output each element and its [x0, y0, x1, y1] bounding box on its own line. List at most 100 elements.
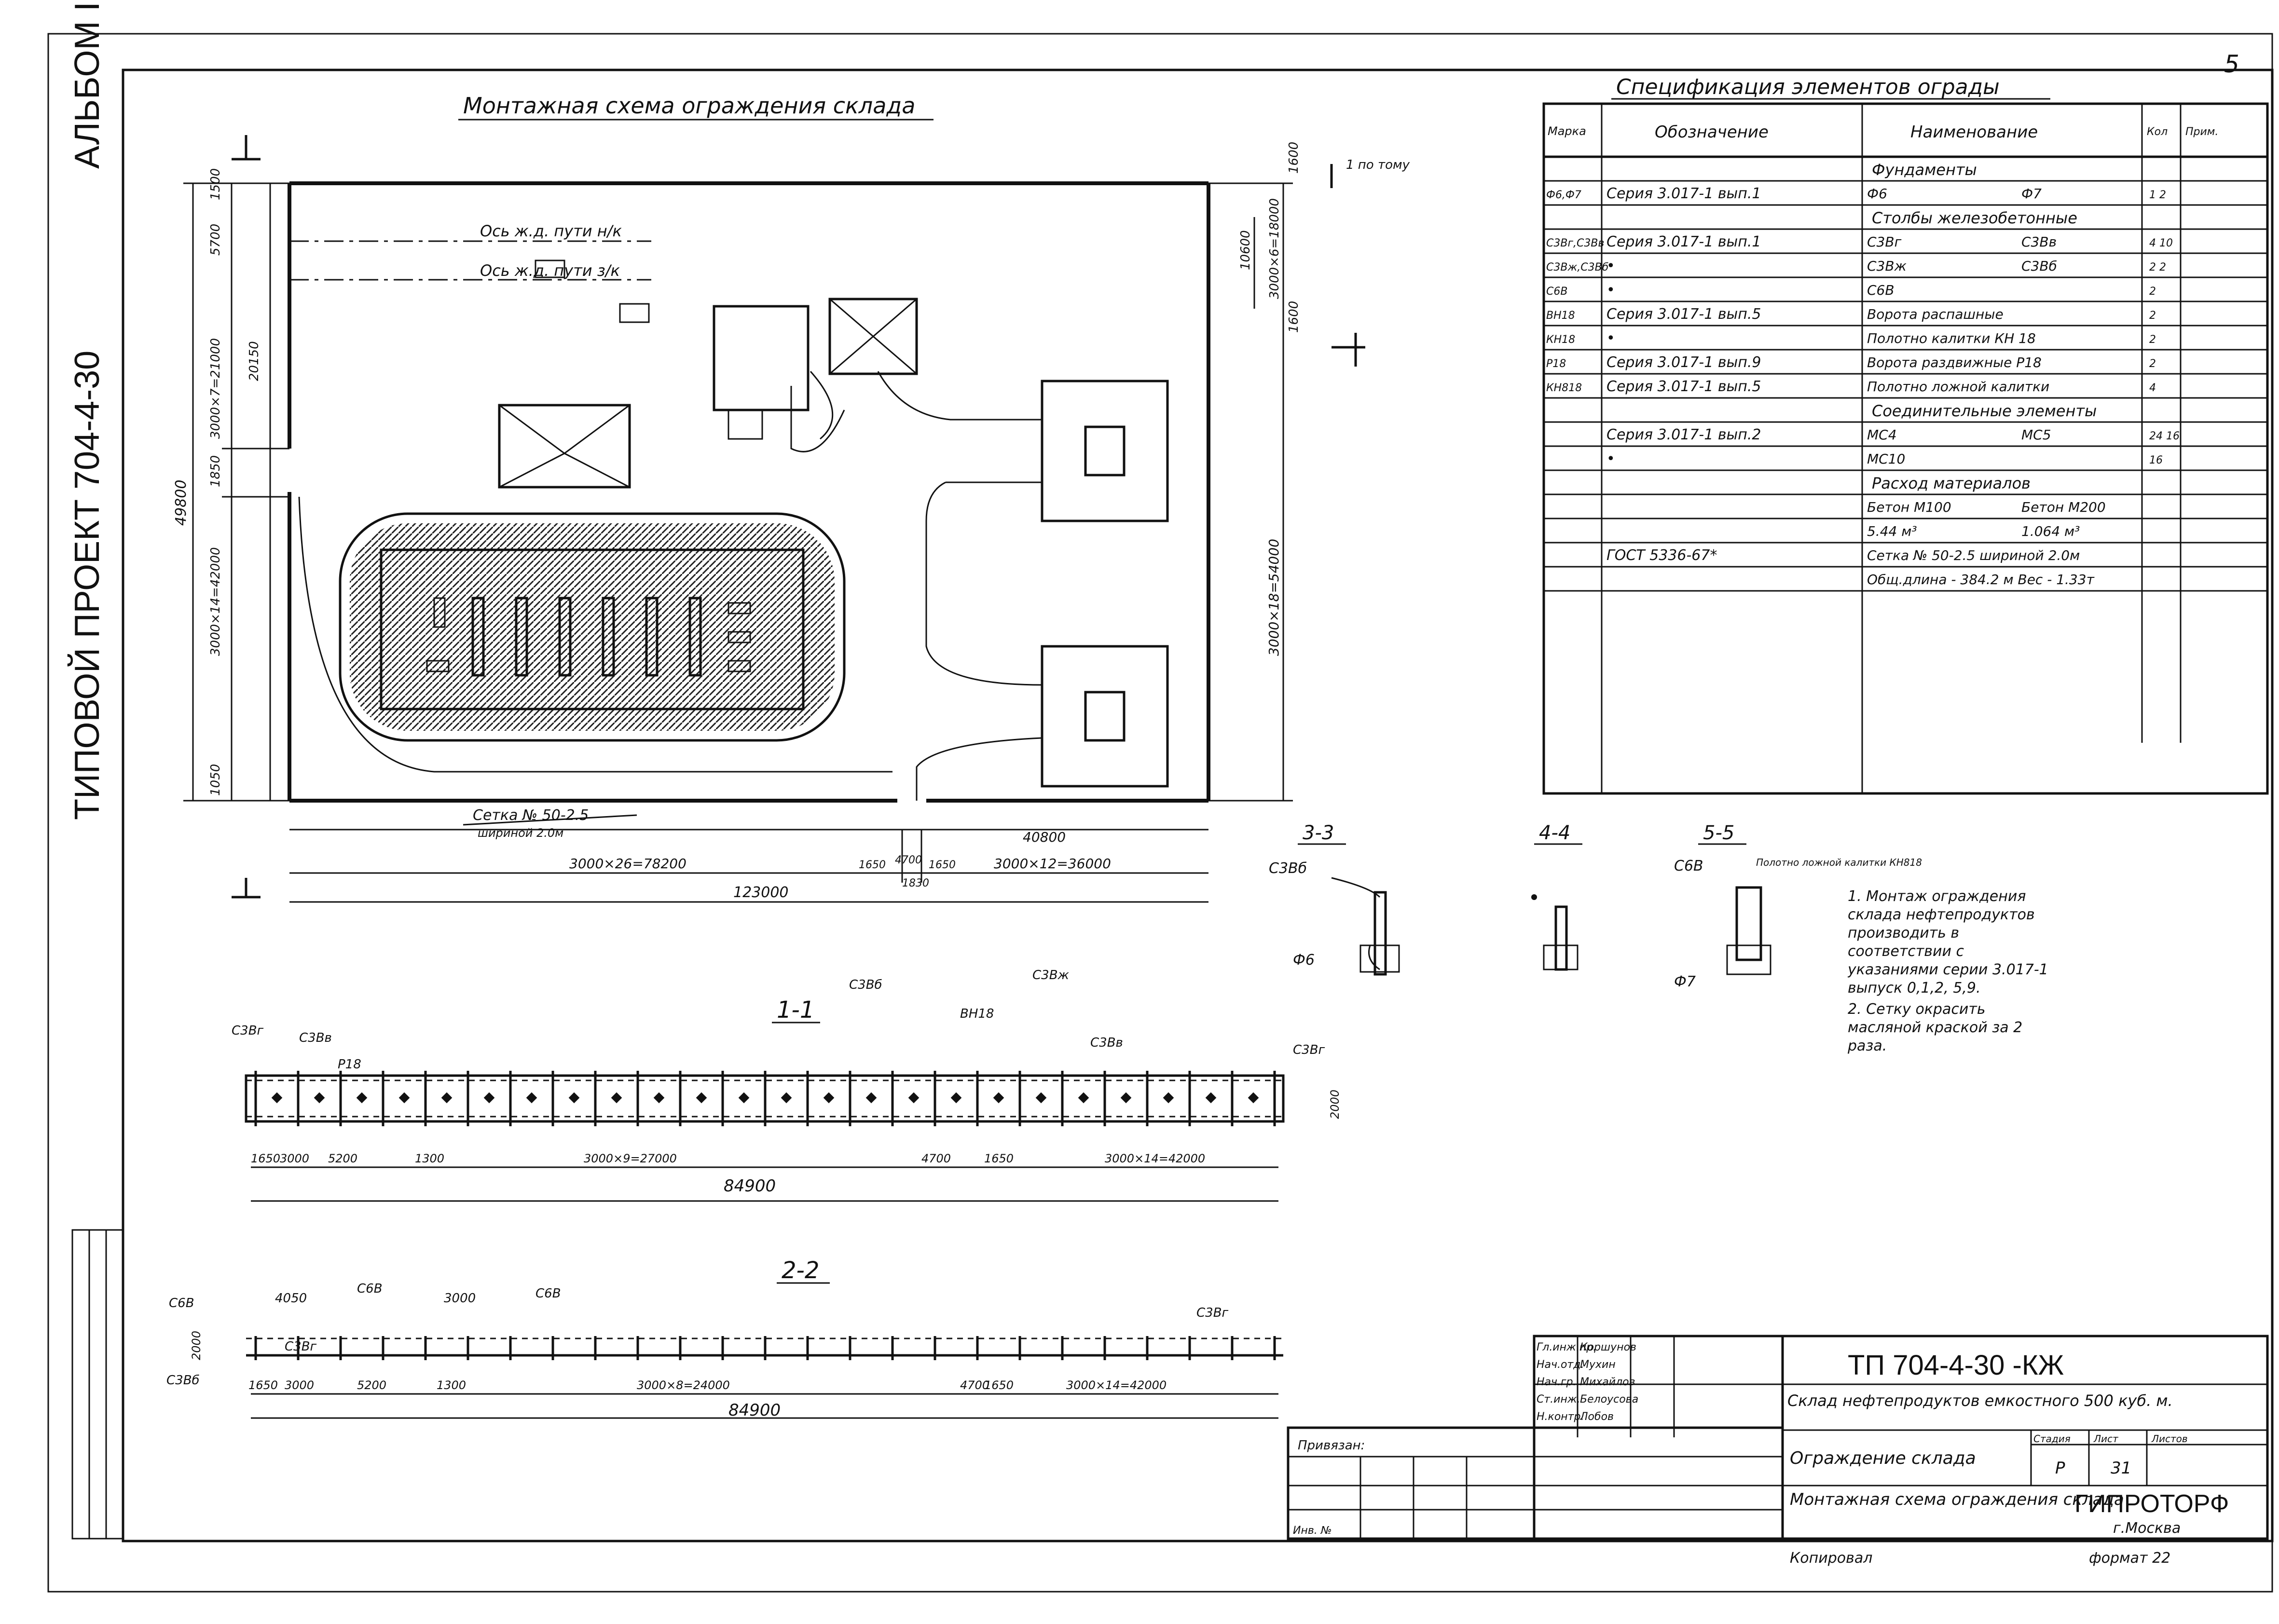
- elev1-mesh-mark: [696, 1092, 707, 1104]
- elev2-dim: 1650: [984, 1378, 1014, 1392]
- elev1-dim: 1300: [415, 1152, 444, 1165]
- tb-org: ГИПРОТОРФ: [2074, 1490, 2229, 1518]
- elev2-label: С3Вг: [1196, 1306, 1229, 1320]
- loading-shed: [498, 404, 631, 489]
- left-stamp: [71, 1229, 124, 1540]
- elev1-posts: [254, 1071, 1276, 1126]
- elev1-mesh-mark: [908, 1092, 920, 1104]
- section-5-5: 5-5 С6В Полотно ложной калитки КН818 Ф7: [1674, 822, 1922, 990]
- plan-dim-left-b: 1500: [208, 168, 223, 200]
- inner-frame: [122, 68, 2274, 1542]
- plan-dim-right-label: 1600: [1287, 301, 1301, 333]
- spec-cell-name: Ф6: [1867, 186, 1887, 202]
- pump-house: [713, 305, 810, 411]
- plan-dim-right-b: 3000×6=18000: [1267, 198, 1282, 299]
- plan-dim-bottom-f: 1830: [902, 877, 929, 889]
- tb-sheet-h: Лист: [2093, 1433, 2119, 1445]
- plan-dim-left-d: 20150: [247, 341, 261, 381]
- section-5-5-foundation: Ф7: [1674, 973, 1696, 990]
- spec-cell-name: С3Вг: [1867, 234, 1902, 250]
- spine-album: АЛЬБОМ I: [68, 1, 107, 169]
- elev1-label: С3Вв: [299, 1031, 332, 1045]
- spec-cell-qty: 24 16: [2149, 430, 2180, 442]
- elev1-dim: 3000×14=42000: [1105, 1152, 1205, 1165]
- tb-role: Нач.отд.: [1537, 1359, 1584, 1371]
- elev1-label: С3Вж: [1032, 968, 1070, 983]
- tb-role: Нач.гр.: [1537, 1376, 1577, 1388]
- spec-cell-name: Сетка № 50-2.5 шириной 2.0м: [1867, 547, 2080, 563]
- elev1-mesh-mark: [738, 1092, 750, 1104]
- tb-sheet: 31: [2111, 1459, 2131, 1478]
- tank-farm: [339, 512, 846, 742]
- elev1-mesh-mark: [611, 1092, 622, 1104]
- elev1-label: С3Вг: [232, 1024, 264, 1038]
- spec-cell-qty: 2: [2149, 286, 2156, 298]
- tb-role: Ст.инж.: [1537, 1393, 1580, 1406]
- section-5-5-gate: Полотно ложной калитки КН818: [1756, 857, 1922, 868]
- section-5-5-post: С6В: [1674, 858, 1703, 874]
- mesh-callout-text: Сетка № 50-2.5: [473, 807, 589, 824]
- tb-applied: Привязан:: [1298, 1438, 1365, 1453]
- plan-bottom-dims: 3000×26=78200 1650 4700 1650 3000×12=360…: [289, 829, 1208, 903]
- elev2-dim: 3000: [285, 1378, 314, 1392]
- spec-cell-name: Ворота раздвижные Р18: [1867, 355, 2042, 370]
- elev1-mesh-mark: [865, 1092, 877, 1104]
- spec-cell-designation: Серия 3.017-1 вып.2: [1606, 426, 1761, 443]
- plan-dim-left-c: 5700: [208, 224, 223, 256]
- elev2-dim: 3000×14=42000: [1066, 1378, 1167, 1392]
- section-3-3-post-shape: [1373, 891, 1387, 976]
- tb-role: Н.контр.: [1537, 1411, 1584, 1423]
- tank-small: [828, 298, 918, 375]
- plan-dim-left-bottom-small: 1050: [208, 764, 223, 796]
- spec-cell-name: Полотно калитки КН 18: [1867, 330, 2036, 346]
- elev1-mesh-mark: [441, 1092, 453, 1104]
- spec-cell-name: МС10: [1867, 451, 1905, 467]
- sheet-corner-number: 5: [2224, 50, 2239, 78]
- note-1: 1. Монтаж ограждения склада нефтепродукт…: [1848, 888, 2048, 996]
- spec-cell-mark: Ф6,Ф7: [1546, 189, 1581, 201]
- elev1-mesh-mark: [993, 1092, 1004, 1104]
- section-4-4: 4-4: [1531, 822, 1582, 971]
- spec-cell-qty: 2: [2149, 358, 2156, 370]
- spec-header-mark: Марка: [1548, 124, 1586, 138]
- spec-cell-name2: 1.064 м³: [2021, 523, 2080, 539]
- spec-cell-qty: 4: [2149, 382, 2156, 394]
- spec-cell-designation: •: [1606, 258, 1615, 274]
- storage-building-1: [1041, 380, 1169, 522]
- tb-name: Коршунов: [1580, 1341, 1636, 1353]
- note-2: 2. Сетку окрасить масляной краской за 2 …: [1848, 1001, 2023, 1054]
- tb-city: г.Москва: [2113, 1520, 2181, 1537]
- mesh-callout: Сетка № 50-2.5 шириной 2.0м: [463, 807, 637, 840]
- section-marker-1: [232, 135, 261, 899]
- spec-cell-qty: 4 10: [2149, 237, 2173, 249]
- plan-dim-bottom-total: 123000: [733, 884, 789, 901]
- section-3-3: 3-3 С3Вб Ф6: [1269, 822, 1400, 976]
- tb-object: Склад нефтепродуктов емкостного 500 куб.…: [1787, 1392, 2173, 1410]
- elev1-mesh-mark: [653, 1092, 665, 1104]
- spine: ТИПОВОЙ ПРОЕКТ 704-4-30 АЛЬБОМ I: [67, 1, 107, 820]
- tb-name: Михайлов: [1580, 1376, 1635, 1388]
- section-5-5-post-shape: [1735, 886, 1762, 961]
- plan-dim-right-main: 3000×18=54000: [1266, 539, 1282, 656]
- elev2-label: С3Вб: [166, 1373, 200, 1388]
- spec-group-heading: Фундаменты: [1872, 161, 1977, 179]
- plan-dim-bottom-g: 40800: [1023, 829, 1066, 845]
- section-4-4-post-shape: [1554, 905, 1568, 971]
- elev2-top-dim-b: 3000: [444, 1291, 476, 1306]
- plan-dim-left-total: 49800: [173, 480, 190, 526]
- spec-header-designation: Обозначение: [1655, 123, 1769, 142]
- plan-title: Монтажная схема ограждения склада: [463, 93, 915, 119]
- elev1-mesh-mark: [526, 1092, 537, 1104]
- spec-cell-name: МС4: [1867, 427, 1897, 443]
- elev1-mesh-mark: [314, 1092, 325, 1104]
- spec-cell-mark: Р18: [1546, 358, 1566, 370]
- spec-cell-designation: •: [1606, 282, 1615, 299]
- tb-format: формат 22: [2089, 1550, 2170, 1567]
- elev1-mesh-mark: [1248, 1092, 1259, 1104]
- elev1-label: Р18: [338, 1057, 361, 1072]
- spec-cell-designation: Серия 3.017-1 вып.9: [1606, 354, 1761, 371]
- elev1-title: 1-1: [777, 996, 814, 1024]
- spine-series: ТИПОВОЙ ПРОЕКТ 704-4-30: [67, 351, 107, 820]
- tb-part: Ограждение склада: [1790, 1448, 1976, 1468]
